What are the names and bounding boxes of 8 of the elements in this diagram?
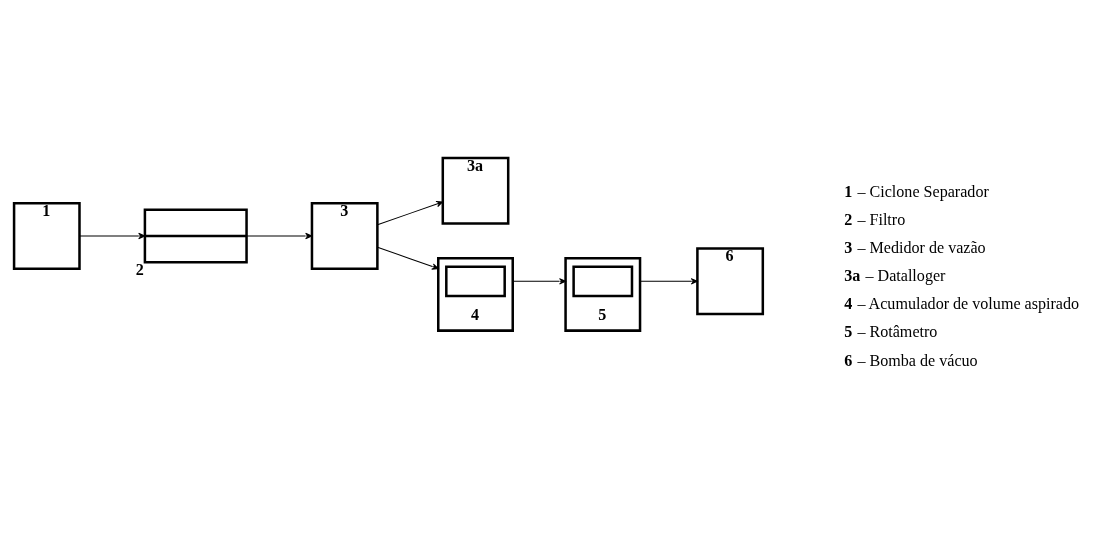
label: 3a – Datalloger — [844, 267, 946, 285]
label: 2 – Filtro — [844, 210, 906, 228]
label: 4 – Acumulador de volume aspirado — [844, 295, 1080, 313]
label: 6 – Bomba de vácuo — [844, 351, 978, 369]
label: 1 – Ciclone Separador — [844, 182, 989, 200]
label: 5 – Rotâmetro — [844, 323, 938, 341]
node-label: 2 — [135, 260, 144, 278]
label: 3 – Medidor de vazão — [844, 238, 986, 256]
